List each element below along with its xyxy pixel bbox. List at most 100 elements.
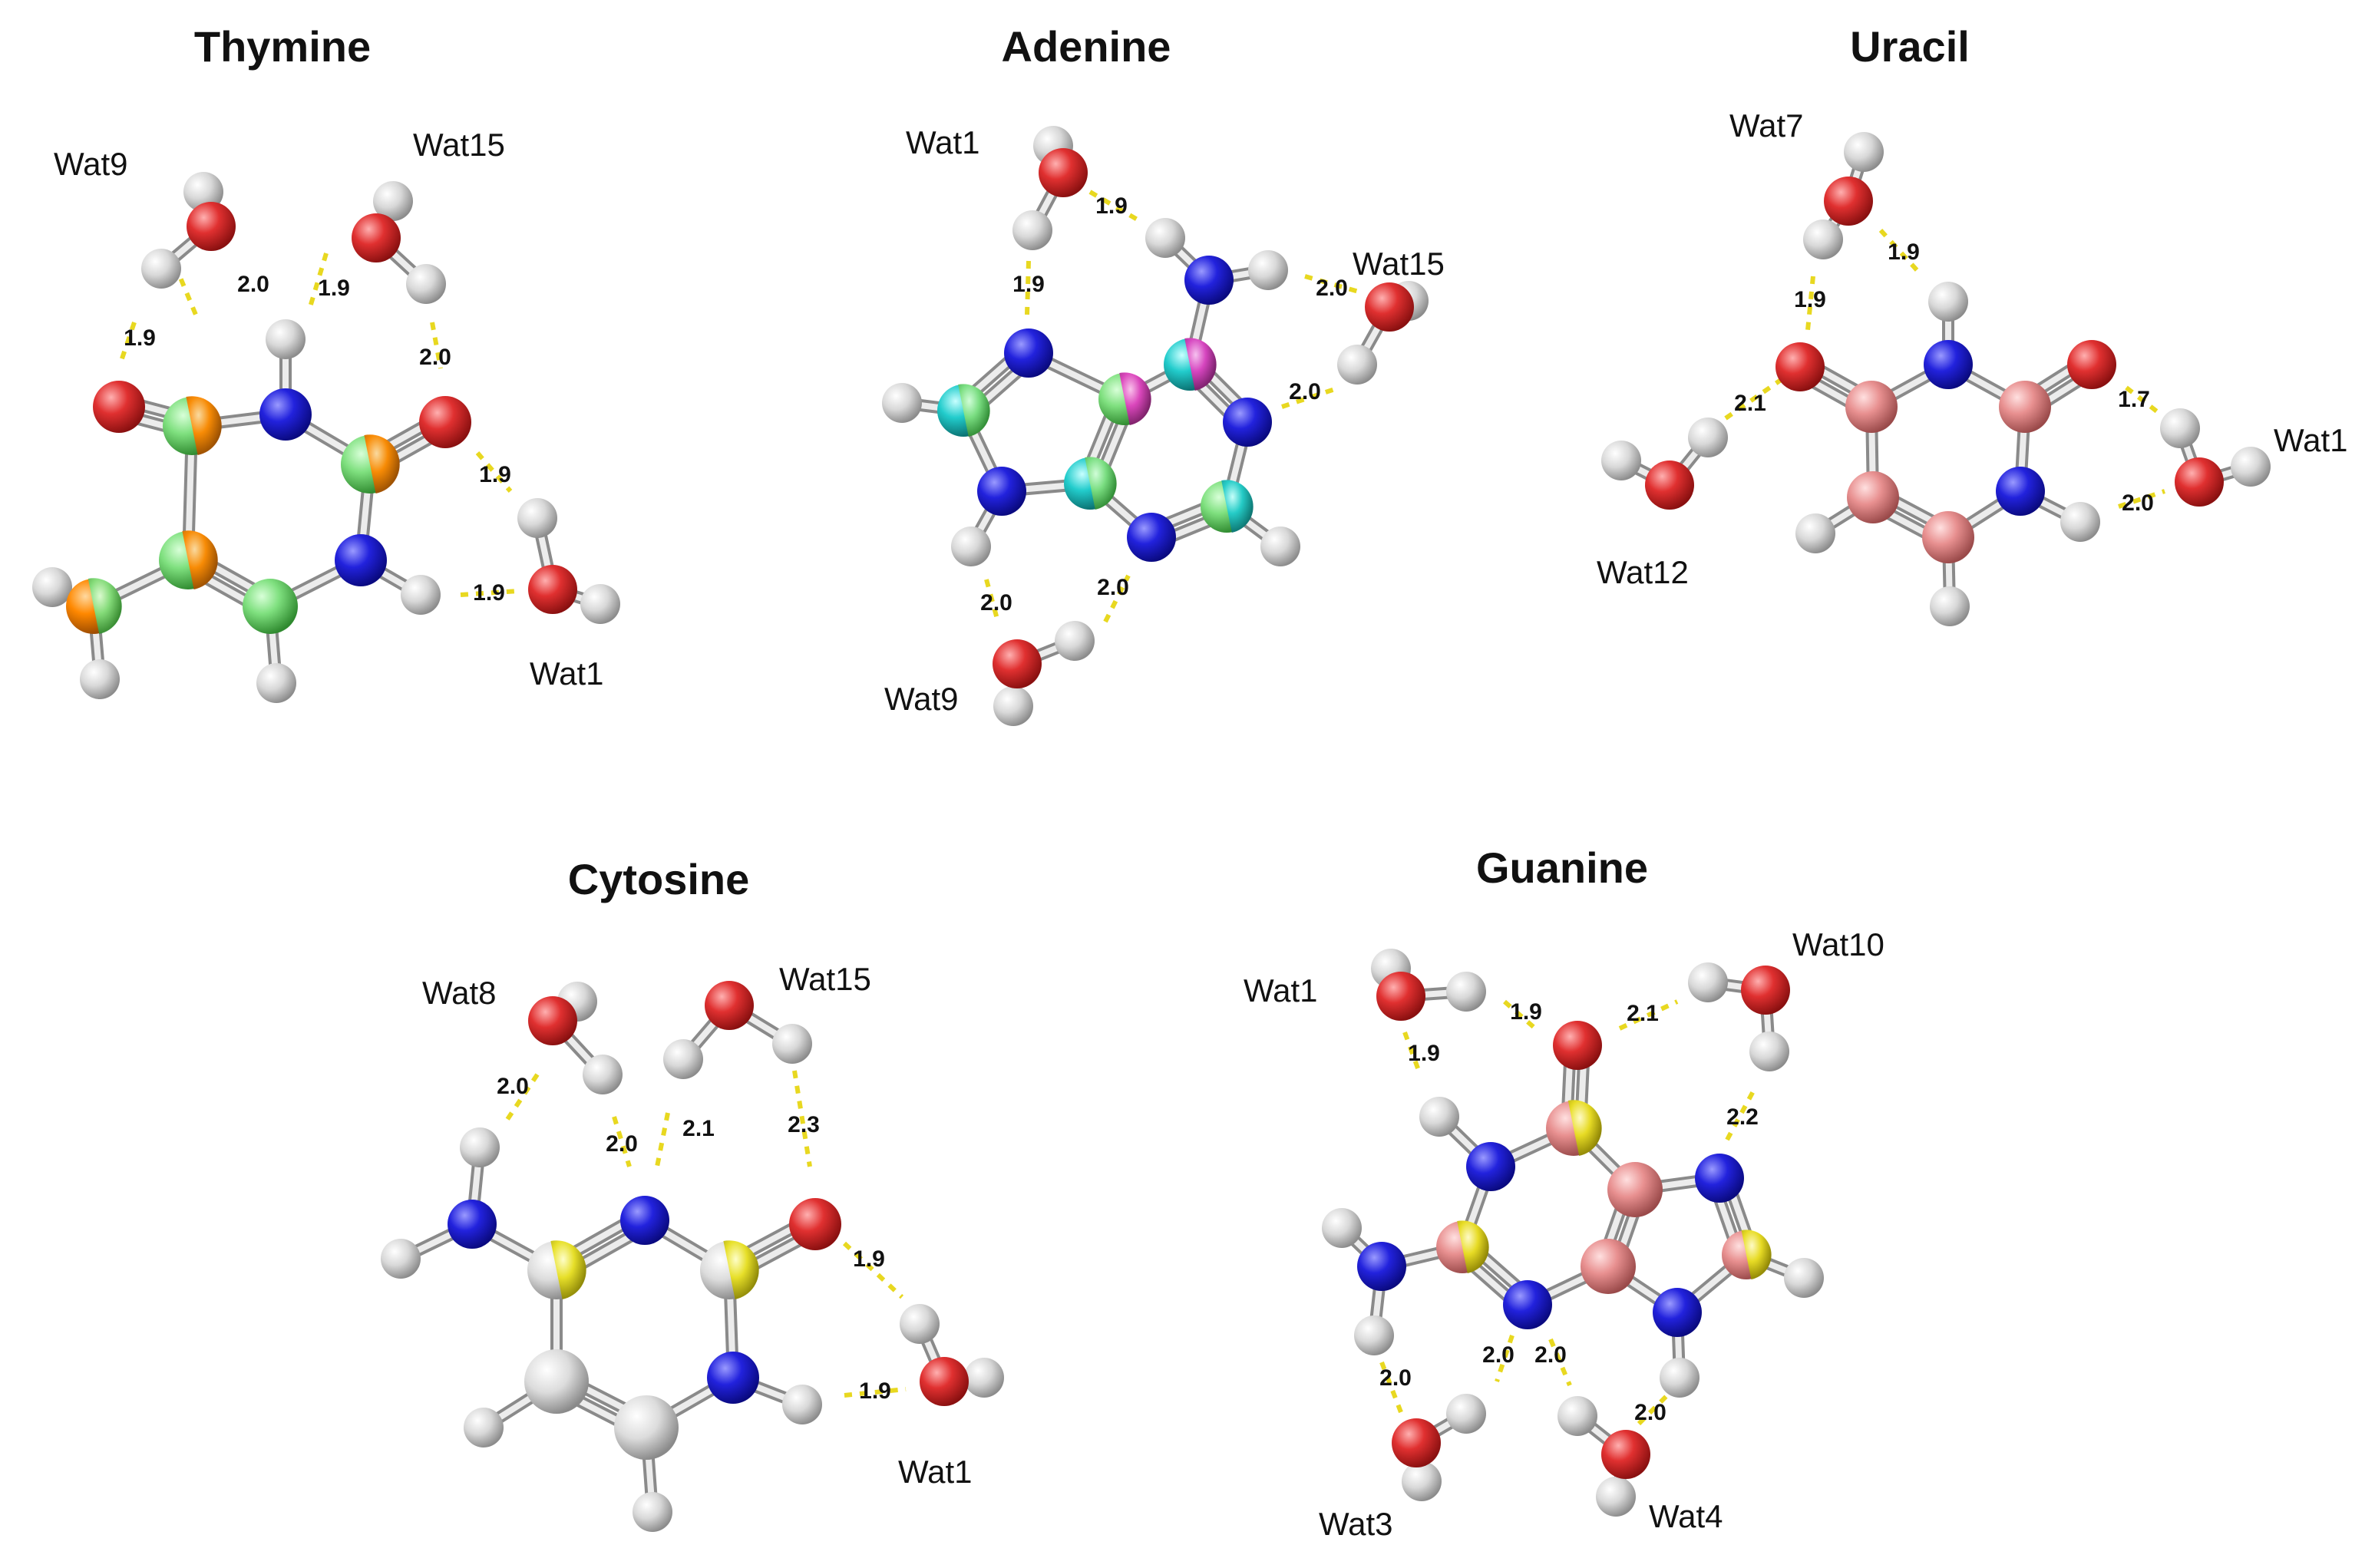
- hbond-distance: 1.9: [318, 276, 350, 301]
- nitrogen-atom: [1466, 1142, 1515, 1191]
- oxygen-atom: [528, 565, 577, 614]
- nitrogen-atom: [259, 388, 312, 441]
- hbond-distance: 1.9: [853, 1246, 885, 1272]
- panel-title: Guanine: [1476, 843, 1648, 892]
- oxygen-atom: [1039, 148, 1088, 197]
- oxygen-atom: [1824, 177, 1873, 226]
- hydrogen-bond: [1304, 274, 1359, 294]
- hydrogen-atom: [406, 264, 446, 304]
- nitrogen-atom: [1184, 256, 1234, 305]
- hydrogen-atom: [141, 249, 181, 289]
- hydrogen-atom: [951, 527, 991, 566]
- hydrogen-bond: [1618, 999, 1679, 1031]
- water-label: Wat1: [2274, 422, 2347, 458]
- hydrogen-atom: [1930, 586, 1970, 626]
- hbond-distance: 1.9: [473, 580, 505, 606]
- hydrogen-atom: [1248, 250, 1288, 290]
- carbon-atom-overlay: [1457, 1220, 1489, 1273]
- hydrogen-bond: [1725, 1088, 1756, 1141]
- hydrogen-bond: [842, 1241, 904, 1299]
- hbond-distance: 1.9: [1012, 272, 1045, 297]
- hydrogen-atom: [1596, 1477, 1636, 1517]
- carbon-atom-overlay: [1085, 457, 1117, 510]
- hbond-distance: 2.1: [1627, 1001, 1659, 1026]
- hydrogen-atom: [1660, 1358, 1699, 1398]
- hbond-distance: 2.0: [1097, 575, 1129, 600]
- hydrogen-bond: [504, 1073, 540, 1122]
- oxygen-atom: [93, 381, 145, 433]
- oxygen-atom: [2175, 457, 2224, 507]
- carbon-atom: [524, 1349, 589, 1414]
- hydrogen-atom: [1601, 441, 1641, 480]
- hbond-distance: 2.0: [980, 590, 1012, 616]
- carbon-atom: [1607, 1162, 1663, 1217]
- hydrogen-atom: [460, 1127, 500, 1167]
- hydrogen-bond: [1402, 1031, 1422, 1076]
- hbond-distance: 2.0: [237, 272, 269, 297]
- hydrogen-atom: [266, 319, 306, 359]
- panel-title: Uracil: [1850, 22, 1970, 71]
- hydrogen-bond: [844, 1387, 907, 1398]
- carbon-atom-overlay: [1184, 338, 1217, 391]
- hydrogen-atom: [1446, 972, 1486, 1012]
- hbond-distance: 2.0: [1289, 379, 1321, 404]
- nitrogen-atom: [1996, 467, 2045, 516]
- panel-title: Thymine: [194, 22, 371, 71]
- hydrogen-bond: [984, 579, 1000, 622]
- hbond-distance: 2.0: [497, 1074, 529, 1099]
- hydrogen-bond: [1281, 385, 1340, 409]
- hydrogen-atom: [1688, 962, 1728, 1002]
- hydrogen-atom: [1322, 1208, 1362, 1248]
- nitrogen-atom: [707, 1352, 759, 1404]
- water-label: Wat9: [54, 146, 127, 182]
- water-label: Wat12: [1597, 554, 1689, 590]
- hydrogen-atom: [900, 1304, 940, 1344]
- hydrogen-atom: [1784, 1258, 1824, 1298]
- water-label: Wat9: [884, 681, 958, 717]
- hydrogen-atom: [1419, 1097, 1459, 1137]
- hydrogen-atom: [1012, 210, 1052, 250]
- oxygen-atom: [1365, 282, 1414, 332]
- hbond-distance: 2.0: [1534, 1342, 1567, 1368]
- hydrogen-atom: [1446, 1394, 1486, 1434]
- hydrogen-bond: [1088, 190, 1141, 223]
- nitrogen-atom: [620, 1196, 669, 1245]
- hydrogen-atom: [882, 383, 922, 423]
- hbond-distance: 2.0: [1316, 276, 1348, 301]
- nitrogen-atom: [1924, 340, 1973, 389]
- carbon-atom: [243, 579, 298, 634]
- water-label: Wat15: [1353, 246, 1445, 282]
- hydrogen-atom: [1795, 513, 1835, 553]
- hbond-distance: 1.9: [124, 325, 156, 351]
- hydrogen-atom: [80, 659, 120, 699]
- hbond-distance: 1.9: [479, 462, 511, 487]
- hydrogen-bond: [308, 253, 329, 308]
- oxygen-atom: [920, 1357, 969, 1406]
- hbond-distance: 2.0: [606, 1131, 638, 1157]
- nitrogen-atom: [1695, 1154, 1744, 1203]
- hydrogen-atom: [782, 1385, 822, 1424]
- hydrogen-atom: [633, 1492, 672, 1532]
- hydrogen-bond: [1503, 999, 1537, 1031]
- hydrogen-atom: [1055, 621, 1095, 661]
- hbond-distance: 2.1: [682, 1116, 715, 1141]
- water-label: Wat1: [530, 655, 603, 692]
- water-label: Wat15: [779, 961, 871, 997]
- nitrogen-atom: [1357, 1242, 1406, 1291]
- hydrogen-atom: [517, 498, 557, 538]
- panel-title: Cytosine: [568, 855, 750, 903]
- hydrogen-bond: [792, 1070, 812, 1167]
- hbond-distance: 2.2: [1726, 1104, 1759, 1130]
- hydrogen-atom: [1145, 218, 1185, 258]
- hydrogen-atom: [964, 1358, 1004, 1398]
- oxygen-atom: [1601, 1430, 1650, 1479]
- hydrogen-atom: [256, 663, 296, 703]
- hbond-distance: 1.7: [2118, 387, 2150, 412]
- hydrogen-bond: [1878, 228, 1921, 275]
- carbon-atom-overlay: [1567, 1100, 1602, 1156]
